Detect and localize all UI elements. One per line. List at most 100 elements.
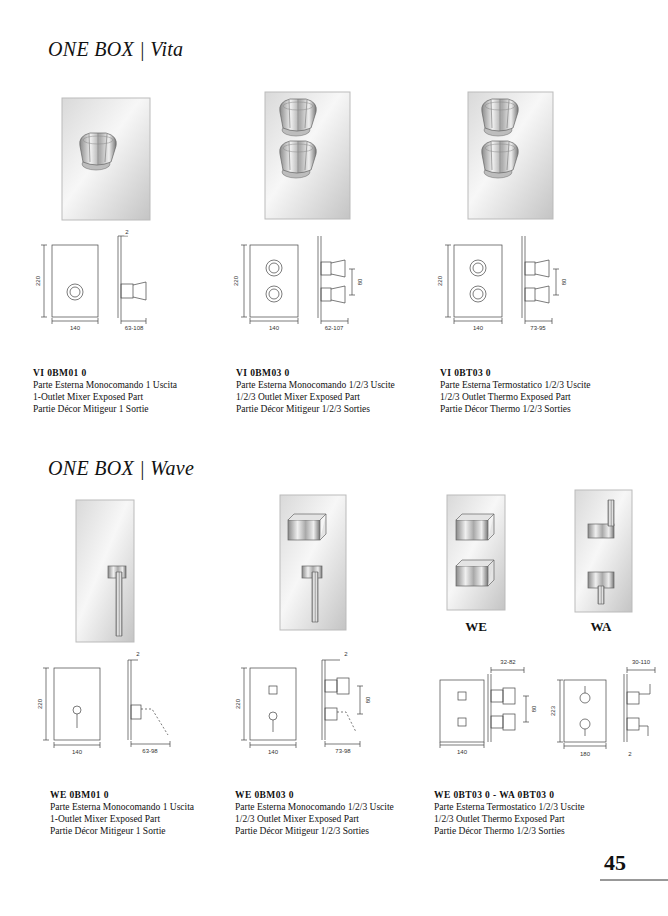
tech-drawing xyxy=(321,318,348,324)
wave-plate-we xyxy=(447,495,505,610)
product-code: VI 0BM01 0 xyxy=(33,368,87,379)
dimension: 63-108 xyxy=(124,325,145,332)
tech-drawing xyxy=(52,318,98,324)
tech-drawing xyxy=(322,660,340,740)
tech-drawing xyxy=(491,690,503,702)
product-description: 1/2/3 Outlet Mixer Exposed Part xyxy=(235,814,359,825)
tech-drawing xyxy=(269,712,277,720)
tech-drawing xyxy=(445,245,451,317)
tech-drawing xyxy=(121,318,146,324)
tech-drawing xyxy=(241,245,247,317)
tech-drawing xyxy=(522,236,525,318)
tech-drawing xyxy=(250,742,296,748)
vita-plate-3 xyxy=(482,141,519,178)
tech-drawing xyxy=(325,708,337,720)
dimension: 220 xyxy=(437,275,444,287)
dimension: 80 xyxy=(561,278,568,287)
tech-drawing xyxy=(627,718,639,730)
tech-drawing xyxy=(337,678,349,694)
product-description: Parte Esterna Monocomando 1/2/3 Uscite xyxy=(235,802,394,813)
tech-drawing xyxy=(318,236,321,318)
tech-drawing xyxy=(357,686,363,714)
tech-drawing xyxy=(639,684,650,694)
product-description: 1/2/3 Outlet Mixer Exposed Part xyxy=(236,392,360,403)
tech-drawing xyxy=(52,245,98,317)
tech-drawing xyxy=(627,667,655,673)
wave-plate-2 xyxy=(280,495,346,630)
dimension: 140 xyxy=(69,325,81,332)
tech-drawing xyxy=(43,668,49,740)
wave-plate-1 xyxy=(76,500,134,642)
tech-drawing xyxy=(118,236,128,318)
product-description: 1/2/3 Outlet Thermo Exposed Part xyxy=(440,392,571,403)
dimension: 73-95 xyxy=(529,325,546,332)
product-description: Partie Décor Mitigeur 1/2/3 Sorties xyxy=(236,404,370,415)
dimension: 140 xyxy=(71,749,83,756)
wave-plate-wa xyxy=(608,500,614,526)
tech-drawing xyxy=(440,742,484,748)
tech-drawing xyxy=(250,318,298,324)
product-description: Partie Décor Thermo 1/2/3 Sorties xyxy=(434,826,565,837)
tech-drawing xyxy=(70,287,80,297)
product-description: 1/2/3 Outlet Thermo Exposed Part xyxy=(434,814,565,825)
dimension: 80 xyxy=(531,705,538,714)
wave-plate-wa xyxy=(598,586,604,604)
vita-plate-2 xyxy=(280,141,317,178)
tech-drawing xyxy=(241,668,247,740)
product-description: Partie Décor Mitigeur 1 Sortie xyxy=(50,826,166,837)
tech-drawing xyxy=(491,667,524,673)
tech-drawing xyxy=(445,236,559,324)
tech-drawing xyxy=(488,674,491,742)
dimension: 140 xyxy=(456,749,468,756)
tech-drawing xyxy=(564,743,606,749)
tech-drawing xyxy=(73,706,81,714)
tech-drawing xyxy=(585,729,586,736)
finish-tag: WE xyxy=(465,620,487,635)
wave-plate-we xyxy=(456,560,494,586)
dimension: 140 xyxy=(267,749,279,756)
tech-drawing xyxy=(331,260,345,303)
wave-plate-wa xyxy=(575,490,632,612)
tech-drawing xyxy=(141,709,168,735)
product-description: Parte Esterna Termostatico 1/2/3 Uscite xyxy=(434,802,585,813)
dimension: 220 xyxy=(233,275,240,287)
tech-drawing xyxy=(250,245,298,317)
dimension: 73-98 xyxy=(334,748,351,755)
tech-drawing xyxy=(473,263,483,273)
product-description: Partie Décor Mitigeur 1 Sortie xyxy=(33,404,149,415)
tech-drawing xyxy=(580,719,590,729)
finish-tag: WA xyxy=(591,620,612,635)
dimension: 80 xyxy=(357,278,364,287)
wave-plate-1 xyxy=(76,500,134,642)
tech-drawing xyxy=(523,696,529,722)
dimension: 220 xyxy=(235,698,242,710)
tech-drawing xyxy=(325,741,360,747)
wave-plate-we xyxy=(447,495,505,610)
tech-drawing xyxy=(580,693,590,703)
tech-drawing xyxy=(440,667,529,748)
tech-drawing xyxy=(553,269,559,295)
wave-plate-2 xyxy=(312,572,318,622)
tech-drawing xyxy=(54,742,100,748)
product-description: Parte Esterna Monocomando 1 Uscita xyxy=(50,802,194,813)
tech-drawing xyxy=(624,674,627,742)
tech-drawing xyxy=(321,262,331,275)
dimension: 220 xyxy=(35,275,42,287)
vita-plate-3 xyxy=(468,92,553,219)
tech-drawing xyxy=(349,269,355,295)
tech-drawing xyxy=(639,726,648,736)
tech-drawing xyxy=(133,282,146,300)
section-heading: ONE BOX | Vita xyxy=(48,38,183,61)
product-description: 1-Outlet Mixer Exposed Part xyxy=(33,392,143,403)
dimension: 80 xyxy=(365,696,372,705)
vita-plate-3 xyxy=(468,92,553,219)
tech-drawing xyxy=(325,680,337,692)
vita-plate-1 xyxy=(80,133,117,170)
tech-drawing xyxy=(321,288,331,301)
product-code: WE 0BM01 0 xyxy=(50,790,109,801)
tech-drawing xyxy=(41,236,146,324)
dimension: 140 xyxy=(472,325,484,332)
product-code: WE 0BT03 0 - WA 0BT03 0 xyxy=(434,790,554,801)
tech-drawing xyxy=(458,692,466,700)
vita-plate-2 xyxy=(280,99,317,136)
